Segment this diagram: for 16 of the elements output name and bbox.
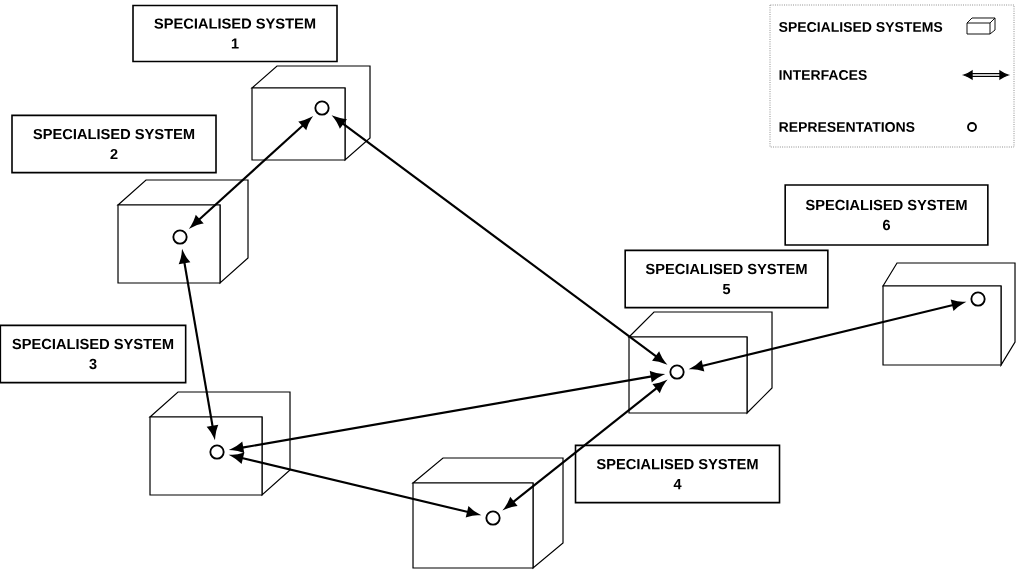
label-box: SPECIALISED SYSTEM 1 — [132, 4, 338, 63]
legend-text: INTERFACES — [779, 70, 867, 80]
interface-arrow — [190, 117, 312, 228]
label-box: SPECIALISED SYSTEM 6 — [784, 184, 989, 246]
label-box: SPECIALISED SYSTEM 4 — [574, 444, 781, 504]
interface-arrow — [333, 116, 666, 364]
label-box: SPECIALISED SYSTEM 3 — [0, 324, 187, 384]
legend-text: SPECIALISED SYSTEMS — [779, 22, 943, 32]
legend-text: REPRESENTATIONS — [779, 122, 915, 132]
interface-arrow — [504, 380, 666, 510]
label-box: SPECIALISED SYSTEM 5 — [624, 249, 829, 309]
label-box: SPECIALISED SYSTEM 2 — [11, 114, 217, 174]
interface-arrow — [231, 371, 663, 453]
interface-arrow — [179, 251, 218, 438]
interface-arrow — [691, 300, 964, 371]
interface-arrow — [231, 452, 479, 518]
